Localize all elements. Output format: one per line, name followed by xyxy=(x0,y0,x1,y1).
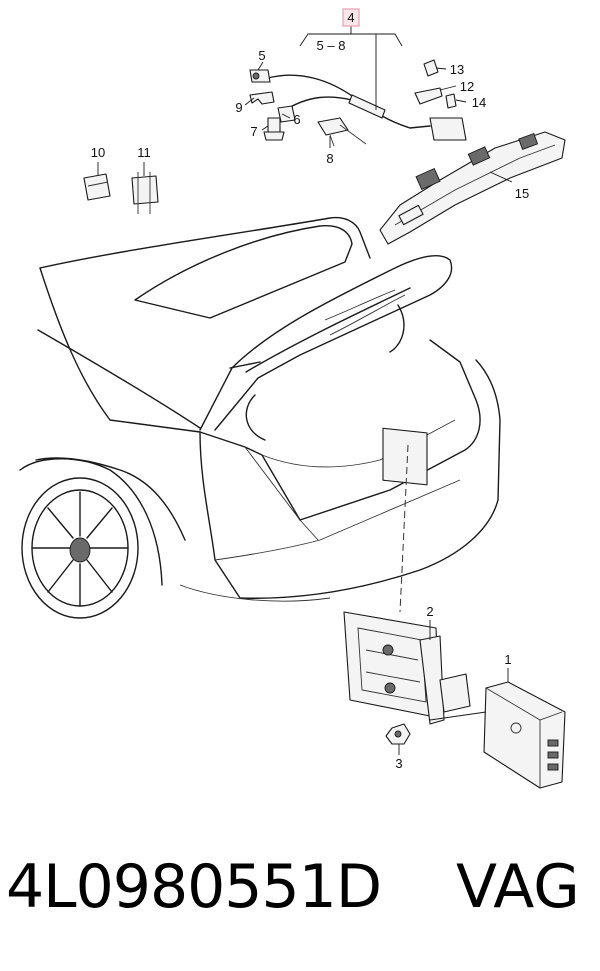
callout-8: 8 xyxy=(326,151,333,166)
callout-14: 14 xyxy=(472,95,486,110)
callout-9: 9 xyxy=(235,100,242,115)
callout-6: 6 xyxy=(293,112,300,127)
callout-7: 7 xyxy=(250,124,257,139)
trunk-label-plate xyxy=(382,427,428,486)
callout-labels: 4 5 – 8 5 9 6 7 8 13 12 14 15 10 11 2 1 … xyxy=(91,10,529,771)
callout-12: 12 xyxy=(460,79,474,94)
small-parts xyxy=(83,172,159,214)
callout-2: 2 xyxy=(426,604,433,619)
callout-5-8: 5 – 8 xyxy=(317,38,346,53)
callout-3: 3 xyxy=(395,756,402,771)
callout-15: 15 xyxy=(515,186,529,201)
rear-wheel xyxy=(21,477,139,619)
car-body xyxy=(19,216,501,602)
part-number: 4L0980551D xyxy=(6,852,382,922)
callout-13: 13 xyxy=(450,62,464,77)
control-module-group xyxy=(343,611,566,789)
leader-lines xyxy=(97,24,513,755)
callout-11: 11 xyxy=(137,145,151,160)
wiring-harness xyxy=(249,69,467,147)
callout-4-highlight xyxy=(342,8,360,27)
callout-1: 1 xyxy=(504,652,511,667)
trunk-handle-assembly xyxy=(379,59,566,245)
callout-5: 5 xyxy=(258,48,265,63)
brand-name: VAG xyxy=(456,852,580,922)
dashed-leader xyxy=(399,444,409,613)
callout-10: 10 xyxy=(91,145,105,160)
callout-4: 4 xyxy=(347,10,354,25)
